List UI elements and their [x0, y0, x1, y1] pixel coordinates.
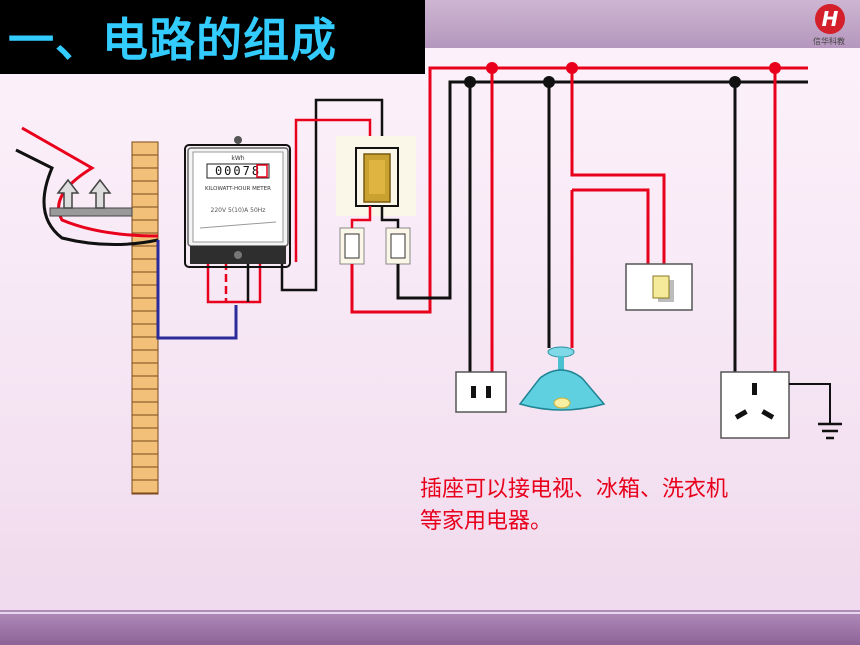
caption-line-1: 插座可以接电视、冰箱、洗衣机 — [420, 477, 729, 502]
brick — [131, 310, 159, 325]
lamp-icon — [518, 346, 606, 411]
electric-meter: kWh 00078 KILOWATT-HOUR METER 220V 5(10)… — [184, 136, 291, 268]
brick — [131, 180, 159, 195]
header-bar — [425, 0, 860, 48]
meter-label: KILOWATT-HOUR METER — [205, 186, 271, 192]
brick — [131, 323, 159, 338]
brick-wall — [131, 141, 159, 495]
brick — [131, 479, 159, 494]
brick — [131, 349, 159, 364]
brick — [131, 401, 159, 416]
insulator-up-arrow-icon — [56, 178, 112, 209]
meter-wiring — [156, 98, 384, 340]
socket-two-pin — [455, 371, 507, 413]
slide-title: 一、电路的组成 — [8, 13, 337, 67]
brick — [131, 245, 159, 260]
brick — [131, 219, 159, 234]
brick — [131, 258, 159, 273]
title-box: 一、电路的组成 — [0, 0, 425, 74]
logo-icon: H — [815, 4, 845, 34]
brick — [131, 141, 159, 156]
brick — [131, 440, 159, 455]
logo-caption: 信华科教 — [813, 37, 845, 46]
brick — [131, 414, 159, 429]
brick — [131, 375, 159, 390]
brick — [131, 466, 159, 481]
brick — [131, 453, 159, 468]
brick — [131, 492, 159, 495]
brick — [131, 336, 159, 351]
brick — [131, 297, 159, 312]
branch-wires — [468, 68, 777, 380]
caption: 插座可以接电视、冰箱、洗衣机 等家用电器。 — [420, 474, 830, 538]
brick — [131, 206, 159, 221]
svg-text:kWh: kWh — [231, 155, 244, 162]
wall-switch — [625, 263, 693, 311]
meter-reading: 00078 — [215, 164, 261, 178]
socket-three-pin — [720, 371, 831, 439]
brick — [131, 193, 159, 208]
junction-dots — [464, 62, 781, 88]
brick — [131, 271, 159, 286]
brick — [131, 154, 159, 169]
service-wires — [15, 126, 159, 246]
meter-specs: 220V 5(10)A 50Hz — [211, 207, 266, 214]
brick — [131, 284, 159, 299]
brick — [131, 427, 159, 442]
fuses — [339, 66, 808, 314]
caption-line-2: 等家用电器。 — [420, 509, 553, 534]
footer-bar — [0, 610, 860, 645]
main-switch — [336, 136, 416, 216]
ground-icon — [818, 422, 842, 440]
brick — [131, 388, 159, 403]
brick — [131, 167, 159, 182]
brick — [131, 362, 159, 377]
